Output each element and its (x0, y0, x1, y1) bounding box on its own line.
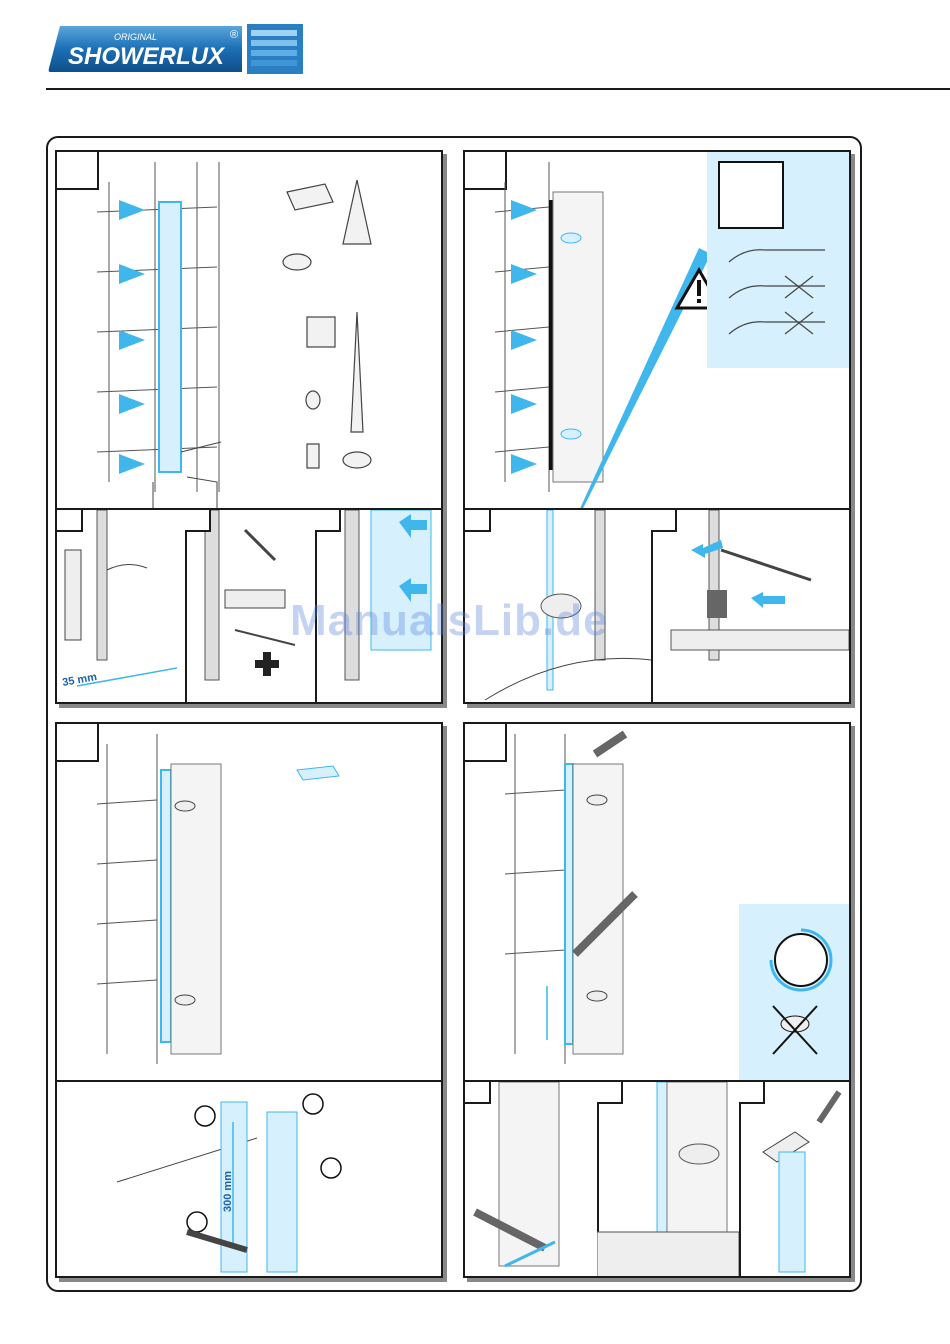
sealing-illustration (465, 724, 849, 1080)
measure-300mm: 300 mm (222, 1171, 234, 1212)
measure-35mm: 35 mm (61, 671, 98, 689)
substep-3a: 300 mm (57, 1082, 441, 1278)
header-rule (46, 88, 950, 90)
step-1-panel: 35 mm (55, 150, 443, 704)
substep-4a (465, 1082, 599, 1278)
wall-profile-illustration (57, 152, 441, 508)
substep-1a: 35 mm (57, 510, 187, 704)
substep-1b (185, 510, 317, 704)
substep-1c (315, 510, 441, 704)
step-3-panel: 300 mm (55, 722, 443, 1278)
substep-2b (651, 510, 849, 704)
step-2-panel (463, 150, 851, 704)
substep-4c (739, 1082, 849, 1278)
mounted-panel-illustration (57, 724, 441, 1080)
brand-registered: ® (230, 29, 238, 41)
brand-name: SHOWERLUX (68, 43, 226, 70)
brand-small-text: ORIGINAL (114, 32, 157, 42)
substep-4b (597, 1082, 741, 1278)
phillips-screwdriver-icon (255, 652, 279, 676)
substep-2a (465, 510, 653, 704)
brand-logo: ORIGINAL SHOWERLUX ® (46, 20, 308, 80)
step-4-panel (463, 722, 851, 1278)
glass-door-illustration (465, 152, 849, 508)
